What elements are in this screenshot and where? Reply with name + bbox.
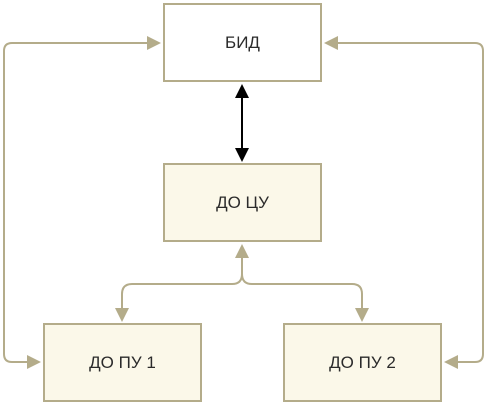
arrowhead-right — [147, 36, 161, 50]
node-bid: БИД — [163, 3, 322, 82]
connector-docu-dopu — [115, 244, 369, 322]
connector-bid-docu — [235, 84, 249, 162]
arrowhead-left — [444, 355, 458, 369]
connector-dopu1-bid — [3, 36, 161, 369]
node-do-pu-2: ДО ПУ 2 — [283, 323, 442, 402]
arrowhead-right — [27, 355, 41, 369]
arrowhead-up — [235, 84, 249, 98]
arrowhead-down — [115, 308, 129, 322]
connector-dopu2-bid — [324, 36, 484, 369]
node-label: ДО ЦУ — [216, 192, 269, 212]
node-do-cu: ДО ЦУ — [163, 163, 322, 242]
arrowhead-down — [355, 308, 369, 322]
arrowhead-down — [235, 148, 249, 162]
arrowhead-up — [235, 244, 249, 258]
arrowhead-left — [324, 36, 338, 50]
node-do-pu-1: ДО ПУ 1 — [43, 323, 202, 402]
node-label: ДО ПУ 1 — [89, 352, 156, 372]
node-label: ДО ПУ 2 — [329, 352, 396, 372]
node-label: БИД — [225, 32, 260, 52]
